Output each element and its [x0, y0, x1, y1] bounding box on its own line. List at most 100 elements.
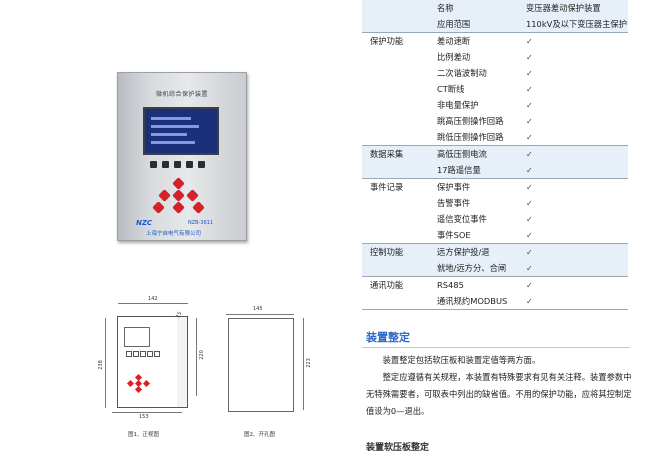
- spec-value-cell: ✓: [526, 116, 533, 126]
- spec-table-row: 名称变压器差动保护装置: [362, 0, 628, 16]
- spec-value-cell: ✓: [523, 276, 628, 293]
- drawing-lcd: [124, 327, 150, 347]
- function-keys: [150, 161, 212, 169]
- function-key: [174, 161, 181, 168]
- spec-category-cell: 事件记录: [362, 178, 434, 195]
- spec-value-cell: 110kV及以下变压器主保护: [523, 16, 628, 33]
- nav-right-key: [186, 189, 199, 202]
- spec-category-cell: [362, 97, 434, 113]
- spec-category-cell: [362, 49, 434, 65]
- spec-table-row: 17路遥信量✓: [362, 162, 628, 179]
- drawing-red-key: [142, 379, 151, 388]
- nav-extra-key: [152, 201, 165, 214]
- spec-table-row: 跳低压侧操作回路 ✓: [362, 129, 628, 146]
- spec-category-cell: 控制功能: [362, 243, 434, 260]
- spec-table-row: 事件记录保护事件✓: [362, 178, 628, 195]
- function-key: [186, 161, 193, 168]
- dimension-line: [112, 412, 182, 413]
- spec-category-cell: [362, 211, 434, 227]
- spec-value-cell: ✓: [523, 293, 628, 310]
- spec-table-row: 二次谐波制动✓: [362, 65, 628, 81]
- dimension-line: [196, 318, 197, 396]
- spec-value-cell: ✓: [526, 84, 533, 94]
- spec-value-cell: ✓: [523, 145, 628, 162]
- nav-down-key: [172, 201, 185, 214]
- spec-table-row: 遥信变位事件 ✓: [362, 211, 628, 227]
- spec-table-row: 数据采集高低压侧电流✓: [362, 145, 628, 162]
- spec-category-cell: [362, 16, 434, 33]
- spec-item-cell: 高低压侧电流: [434, 145, 523, 162]
- spec-value-cell: ✓: [523, 162, 628, 179]
- spec-item-cell: 告警事件: [437, 198, 471, 208]
- spec-category-cell: 通讯功能: [362, 276, 434, 293]
- device-photo: 微机综合保护装置 NZC NZB-3611 上海宁自电气有限公司: [117, 72, 247, 241]
- spec-category-cell: 保护功能: [362, 32, 434, 49]
- device-panel-title: 微机综合保护装置: [155, 91, 208, 98]
- section-divider: [362, 347, 630, 348]
- spec-table-row: 通讯规约MODBUS✓: [362, 293, 628, 310]
- spec-item-cell: 遥信变位事件: [437, 214, 487, 224]
- device-maker: 上海宁自电气有限公司: [146, 231, 202, 237]
- function-key: [150, 161, 157, 168]
- drawing-red-key: [126, 379, 135, 388]
- spec-value-cell: ✓: [526, 100, 533, 110]
- spec-item-cell: 跳低压侧操作回路: [437, 132, 504, 142]
- spec-item-cell: 事件SOE: [437, 230, 471, 240]
- spec-category-cell: [362, 129, 434, 146]
- spec-table-row: 非电量保护 ✓: [362, 97, 628, 113]
- paragraph-intro: 装置整定包括软压板和装置定值等两方面。: [366, 355, 541, 365]
- drawing-red-key: [134, 385, 143, 394]
- paragraph-rules: 整定应遵循有关规程，本装置有特殊要求有见有关注释。装置参数中无特殊需要者，可取表…: [366, 372, 632, 416]
- spec-value-cell: ✓: [526, 198, 533, 208]
- spec-item-cell: 跳高压侧操作回路: [437, 116, 504, 126]
- spec-category-cell: [362, 0, 434, 16]
- spec-table-row: 告警事件 ✓: [362, 195, 628, 211]
- front-dim-bottom: 153: [139, 414, 149, 420]
- next-section-title: 装置软压板整定: [366, 443, 430, 453]
- spec-category-cell: 数据采集: [362, 145, 434, 162]
- spec-value-cell: ✓: [526, 214, 533, 224]
- spec-item-cell: 差动速断: [434, 32, 523, 49]
- nav-left-key: [158, 189, 171, 202]
- spec-category-cell: [362, 81, 434, 97]
- function-key: [198, 161, 205, 168]
- spec-table-row: 跳高压侧操作回路 ✓: [362, 113, 628, 129]
- spec-item-cell: 非电量保护: [437, 100, 479, 110]
- spec-table-row: 控制功能远方保护投/退✓: [362, 243, 628, 260]
- spec-category-cell: [362, 260, 434, 277]
- nav-center-key: [172, 189, 185, 202]
- front-view-side: [177, 316, 188, 408]
- spec-category-cell: [362, 162, 434, 179]
- dimension-line: [303, 318, 304, 410]
- spec-value-cell: ✓: [523, 260, 628, 277]
- spec-item-cell: CT断线: [437, 84, 465, 94]
- spec-category-cell: [362, 195, 434, 211]
- spec-table-row: 保护功能差动速断✓: [362, 32, 628, 49]
- lcd-text-line: [151, 141, 195, 144]
- spec-table-row: CT断线 ✓: [362, 81, 628, 97]
- lcd-text-line: [151, 117, 191, 120]
- spec-value-cell: ✓: [523, 243, 628, 260]
- spec-table-row: 就地/远方分、合闸✓: [362, 260, 628, 277]
- lcd-text-line: [151, 125, 199, 128]
- spec-category-cell: [362, 113, 434, 129]
- brand-logo: NZC: [136, 219, 153, 227]
- spec-value-cell: ✓: [526, 132, 533, 142]
- spec-item-cell: 就地/远方分、合闸: [434, 260, 523, 277]
- drawing-key: [126, 351, 132, 357]
- dimension-line: [226, 314, 294, 315]
- spec-value-cell: ✓: [526, 52, 533, 62]
- drawing-key: [133, 351, 139, 357]
- front-view-drawing: [117, 316, 179, 408]
- spec-item-cell: RS485: [434, 276, 523, 293]
- nav-extra-key: [192, 201, 205, 214]
- section-title: 装置整定: [366, 331, 410, 344]
- drawing-key: [140, 351, 146, 357]
- spec-value-cell: ✓: [523, 178, 628, 195]
- cutout-drawing: [228, 318, 294, 412]
- function-key: [162, 161, 169, 168]
- lcd-text-line: [151, 133, 187, 136]
